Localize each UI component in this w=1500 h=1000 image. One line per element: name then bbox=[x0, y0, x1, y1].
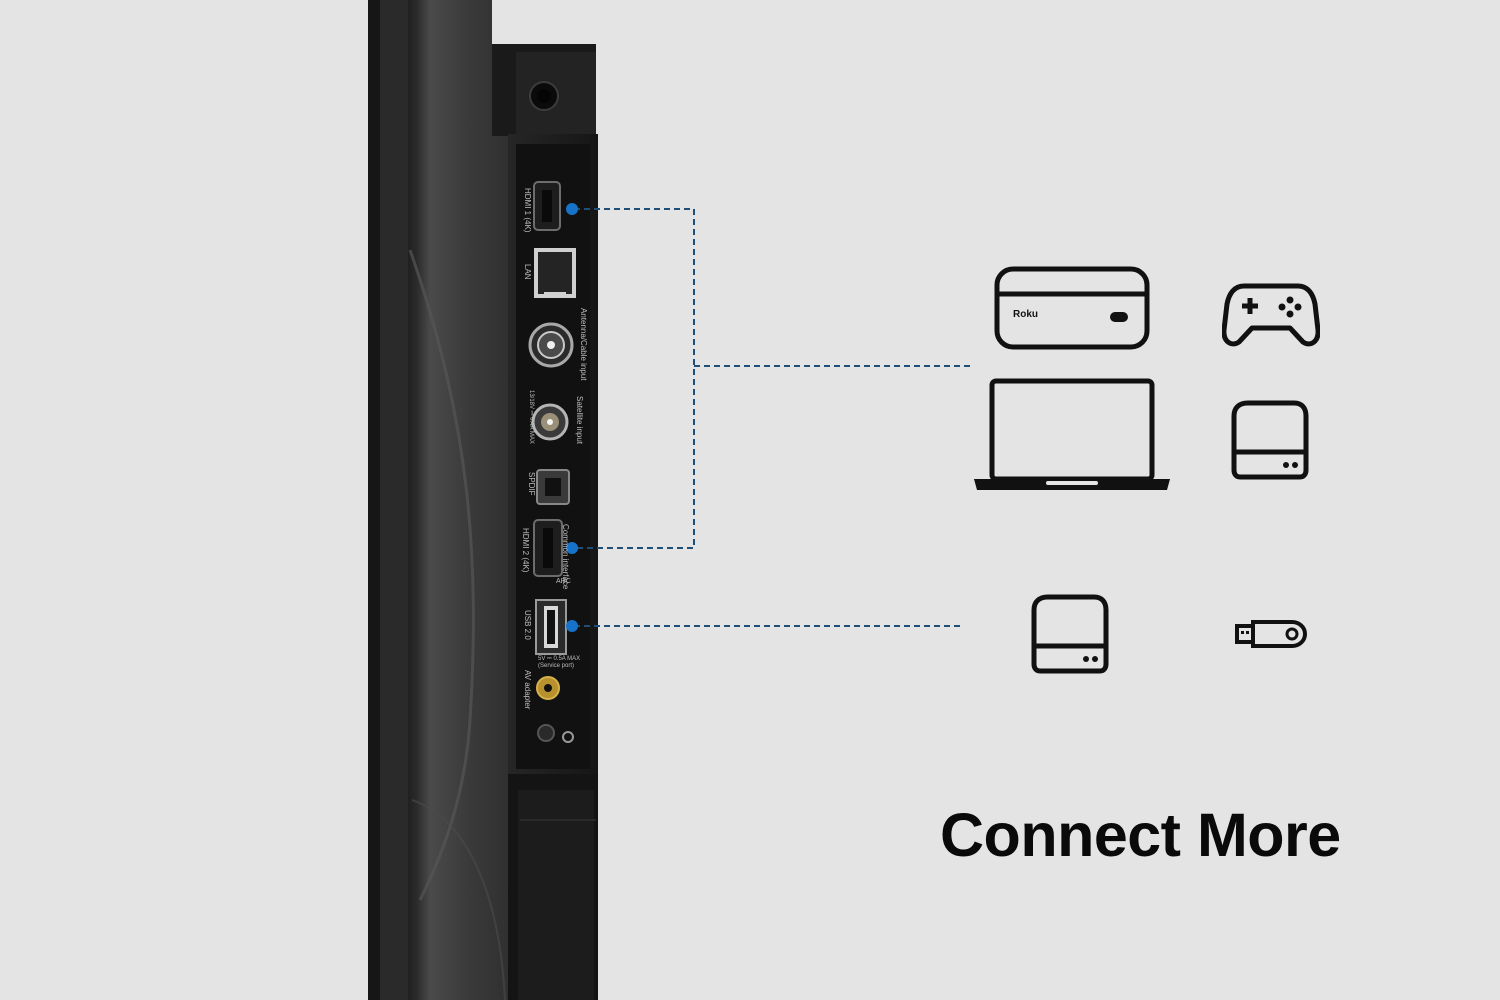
av-label: AV adapter bbox=[523, 670, 532, 710]
hdmi1-label: HDMI 1 (4K) bbox=[523, 188, 532, 233]
usb-label: USB 2.0 bbox=[523, 610, 532, 640]
satellite-port bbox=[531, 403, 569, 441]
satellite-spec-label: 13/18V ⎓ 0.4A MAX bbox=[528, 390, 534, 444]
usb-spec-label: 5V ⎓ 0.5A MAX bbox=[538, 656, 581, 662]
streaming-box-icon bbox=[994, 266, 1150, 350]
spdif-label: SPDIF bbox=[527, 472, 536, 496]
connector-lines bbox=[574, 208, 972, 627]
arc-label: ARC bbox=[556, 578, 571, 585]
av-port bbox=[536, 676, 574, 743]
laptop-icon bbox=[974, 378, 1170, 490]
usb-port bbox=[535, 599, 567, 655]
usb-dot bbox=[566, 620, 578, 632]
lan-port bbox=[534, 248, 576, 298]
hdmi1-dot bbox=[566, 203, 578, 215]
antenna-label: Antenna/Cable input bbox=[579, 308, 588, 381]
hdmi1-port bbox=[533, 181, 561, 231]
usb-service-label: (Service port) bbox=[538, 663, 575, 669]
hdmi2-port bbox=[533, 519, 563, 577]
hard-drive-icon bbox=[1231, 400, 1309, 480]
hdmi2-label: HDMI 2 (4K) bbox=[521, 528, 530, 573]
game-controller-icon bbox=[1222, 283, 1320, 347]
hdmi2-dot bbox=[566, 542, 578, 554]
satellite-label: Satellite input bbox=[575, 396, 584, 445]
spdif-port bbox=[536, 469, 570, 505]
antenna-port bbox=[528, 322, 574, 368]
common-interface-label: Common interface bbox=[561, 524, 570, 590]
hard-drive-icon bbox=[1031, 594, 1109, 674]
usb-stick-icon bbox=[1235, 620, 1308, 648]
streaming-box-brand: Roku bbox=[1013, 309, 1038, 320]
lan-label: LAN bbox=[523, 264, 532, 280]
headline: Connect More bbox=[940, 801, 1341, 869]
